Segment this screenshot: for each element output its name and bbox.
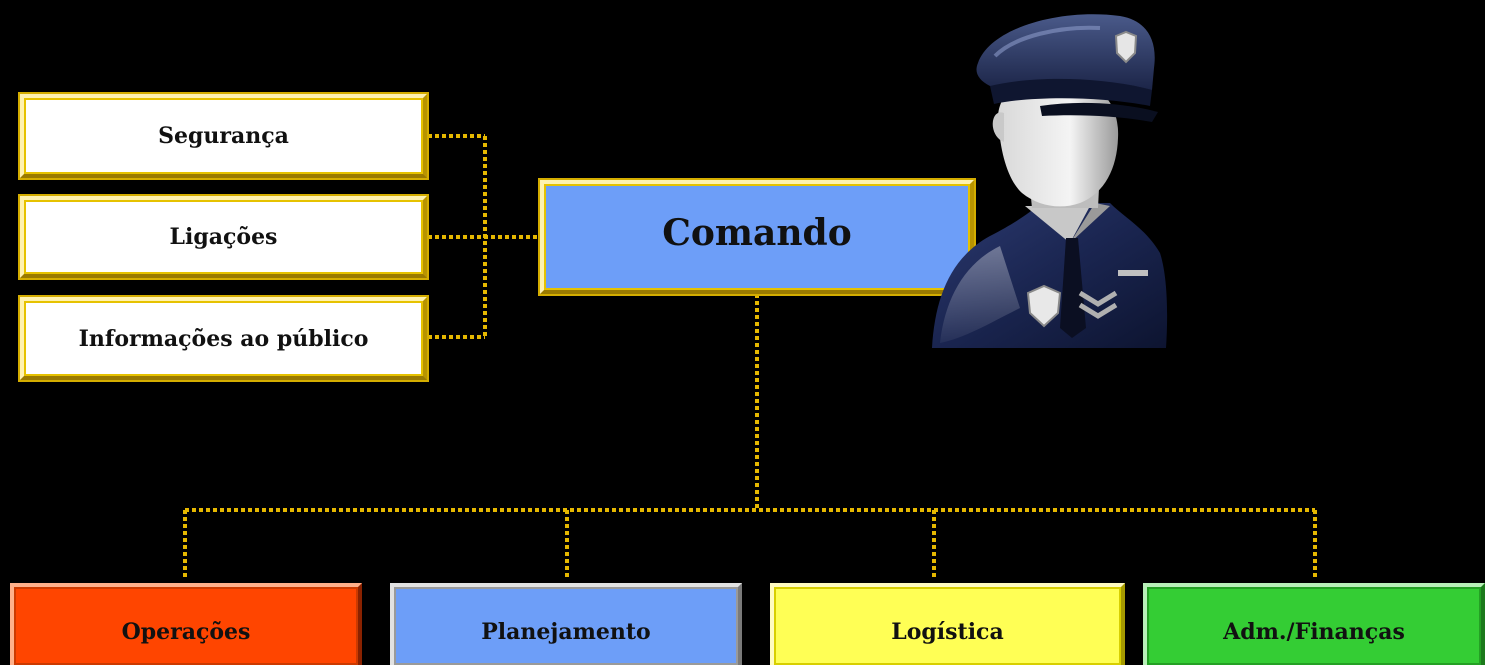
section-label: Planejamento (481, 619, 651, 645)
section-box-planejamento: Planejamento (390, 583, 742, 665)
section-box-adm-financas: Adm./Finanças (1143, 583, 1485, 665)
section-label: Adm./Finanças (1223, 619, 1405, 645)
staff-box-informacoes: Informações ao público (20, 297, 427, 380)
command-label: Comando (662, 212, 852, 254)
staff-box-ligacoes: Ligações (20, 196, 427, 278)
section-box-logistica: Logística (770, 583, 1125, 665)
staff-label: Informações ao público (78, 325, 369, 352)
command-box: Comando (540, 180, 974, 294)
staff-label: Segurança (158, 123, 289, 149)
section-label: Logística (891, 619, 1004, 645)
staff-label: Ligações (169, 224, 278, 250)
police-officer-icon (932, 14, 1168, 348)
staff-box-seguranca: Segurança (20, 94, 427, 178)
section-label: Operações (121, 619, 251, 645)
section-box-operacoes: Operações (10, 583, 362, 665)
